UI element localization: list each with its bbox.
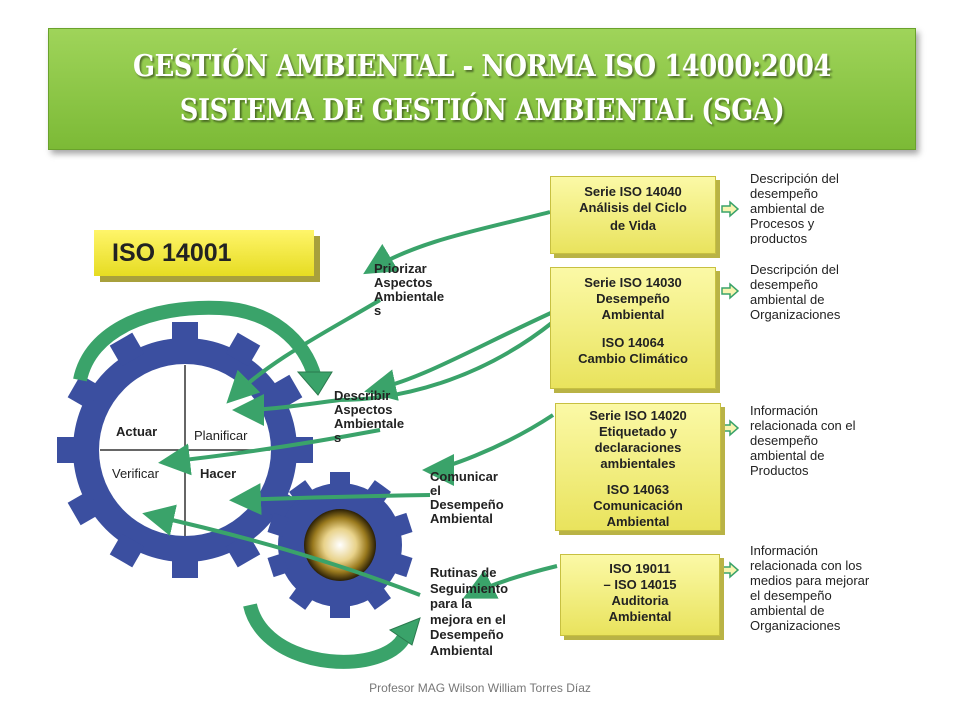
description-procesos: Descripción del desempeño ambiental de P… [750, 171, 839, 244]
cycle-verificar-label: Verificar [112, 466, 159, 481]
action-describir: Describir Aspectos Ambientale s [334, 388, 405, 445]
cycle-arrow-bottom [243, 602, 421, 669]
standard-box-14020: Serie ISO 14020 Etiquetado y declaracion… [555, 403, 721, 531]
title-banner: GESTIÓN AMBIENTAL - NORMA ISO 14000:2004… [48, 28, 916, 150]
action-rutinas: Rutinas de Seguimiento para la mejora en… [430, 565, 509, 658]
action-comunicar: Comunicar el Desempeño Ambiental [430, 469, 504, 526]
standard-box-14030: Serie ISO 14030 Desempeño Ambiental ISO … [550, 267, 716, 389]
standard-box-14040: Serie ISO 14040 Análisis del Ciclo de Vi… [550, 176, 716, 254]
iso-14001-badge: ISO 14001 [94, 230, 314, 276]
connector-arrows [142, 210, 558, 599]
action-priorizar: Priorizar Aspectos Ambientale s [374, 261, 445, 318]
cycle-planificar-label: Planificar [194, 428, 248, 443]
description-productos: Información relacionada con el desempeño… [750, 403, 856, 478]
standard-box-19011: ISO 19011 – ISO 14015 Auditoria Ambienta… [560, 554, 720, 636]
description-organizaciones: Descripción del desempeño ambiental de O… [750, 262, 841, 322]
cycle-hacer-label: Hacer [200, 466, 237, 481]
footer-author: Profesor MAG Wilson William Torres Díaz [369, 681, 591, 695]
cycle-arrow-top [73, 300, 333, 396]
cycle-actuar-label: Actuar [116, 424, 158, 439]
big-gear-icon [57, 322, 313, 578]
title-line-2: SISTEMA DE GESTIÓN AMBIENTAL (SGA) [179, 93, 785, 128]
description-mejora: Información relacionada con los medios p… [750, 543, 870, 633]
title-line-1: GESTIÓN AMBIENTAL - NORMA ISO 14000:2004 [132, 49, 832, 84]
desc-arrows [721, 200, 740, 579]
